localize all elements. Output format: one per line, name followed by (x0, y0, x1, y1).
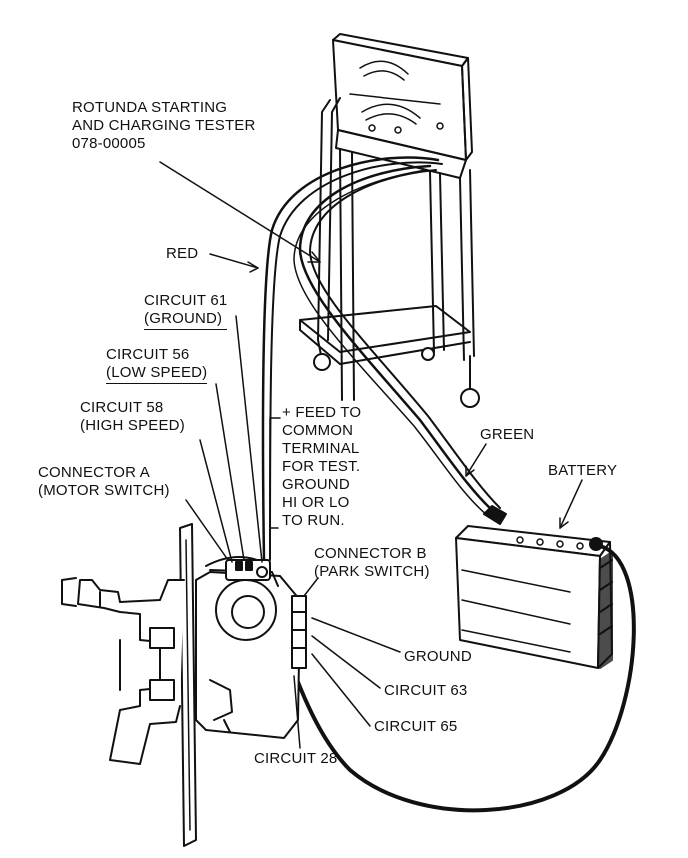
label-circuit-58-line-2: (HIGH SPEED) (80, 417, 185, 434)
label-tester-line-3: 078-00005 (72, 135, 146, 152)
label-connector-b: CONNECTOR B (PARK SWITCH) (314, 545, 430, 581)
label-circuit-65-text: CIRCUIT 65 (374, 718, 458, 735)
wiper-motor (61, 523, 307, 847)
label-circuit-61-line-1: CIRCUIT 61 (144, 292, 228, 309)
tester-cart (299, 33, 480, 408)
label-circuit-65: CIRCUIT 65 (374, 718, 457, 736)
label-circuit-58-line-1: CIRCUIT 58 (80, 399, 164, 416)
label-red: RED (166, 245, 198, 263)
label-circuit-63-text: CIRCUIT 63 (384, 682, 468, 699)
label-battery: BATTERY (548, 462, 617, 480)
label-tester: ROTUNDA STARTING AND CHARGING TESTER 078… (72, 99, 256, 153)
label-tester-line-2: AND CHARGING TESTER (72, 117, 256, 134)
battery-drawing (455, 525, 613, 669)
label-green-text: GREEN (480, 426, 535, 443)
label-circuit-56: CIRCUIT 56 (LOW SPEED) (106, 346, 208, 384)
meter-faces (349, 60, 444, 134)
label-red-text: RED (166, 245, 199, 262)
label-ground-text: GROUND (404, 648, 472, 665)
label-circuit-28-text: CIRCUIT 28 (254, 750, 338, 767)
label-circuit-58: CIRCUIT 58 (HIGH SPEED) (80, 399, 185, 435)
label-green: GREEN (480, 426, 534, 444)
label-battery-text: BATTERY (548, 462, 618, 479)
label-ground: GROUND (404, 648, 472, 666)
label-feed-line-5: GROUND (282, 476, 350, 493)
label-connector-a-line-2: (MOTOR SWITCH) (38, 482, 170, 499)
label-feed-line-7: TO RUN. (282, 512, 345, 529)
label-feed-line-1: + FEED TO (282, 404, 362, 421)
label-circuit-61: CIRCUIT 61 (GROUND) (144, 292, 228, 330)
label-circuit-28: CIRCUIT 28 (254, 750, 337, 768)
label-feed: + FEED TO COMMON TERMINAL FOR TEST. GROU… (282, 404, 361, 530)
label-feed-line-3: TERMINAL (282, 440, 360, 457)
label-feed-line-2: COMMON (282, 422, 354, 439)
label-connector-b-line-1: CONNECTOR B (314, 545, 427, 562)
label-tester-line-1: ROTUNDA STARTING (72, 99, 228, 116)
label-circuit-63: CIRCUIT 63 (384, 682, 467, 700)
label-feed-line-4: FOR TEST. (282, 458, 361, 475)
label-connector-b-line-2: (PARK SWITCH) (314, 563, 430, 580)
leader-lines (159, 161, 583, 749)
label-connector-a-line-1: CONNECTOR A (38, 464, 150, 481)
label-circuit-56-line-2: (LOW SPEED) (106, 364, 208, 384)
label-feed-line-6: HI OR LO (282, 494, 350, 511)
label-circuit-61-line-2: (GROUND) (144, 310, 228, 330)
test-leads (261, 156, 507, 562)
label-circuit-56-line-1: CIRCUIT 56 (106, 346, 190, 363)
label-connector-a: CONNECTOR A (MOTOR SWITCH) (38, 464, 170, 500)
